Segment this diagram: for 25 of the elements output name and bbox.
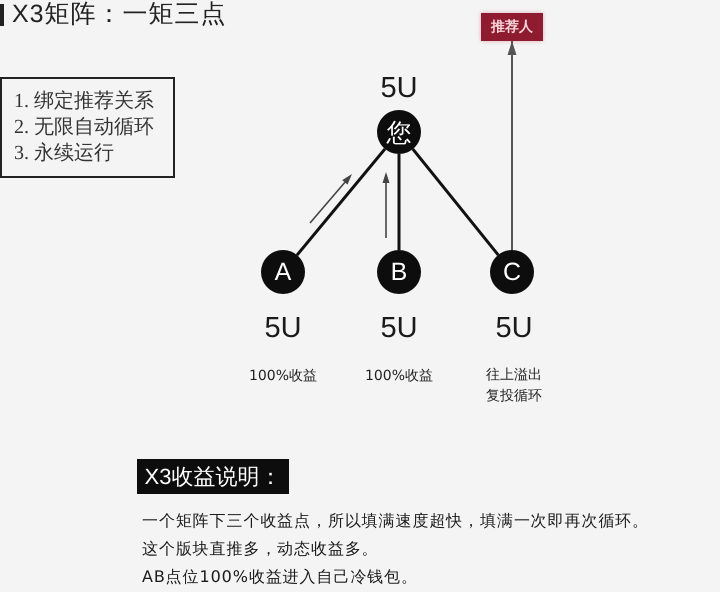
list-item: 3. 永续运行 [14, 141, 114, 166]
value-label: 5U [380, 72, 418, 104]
connector-line [412, 148, 500, 256]
value-label: 5U [264, 312, 302, 344]
description-text: 一个矩阵下三个收益点，所以填满速度超快，填满一次即再次循环。 [142, 510, 649, 532]
circle-node: 您 [377, 110, 421, 154]
description-text: 这个版块直推多，动态收益多。 [142, 538, 379, 560]
list-item: 2. 无限自动循环 [14, 115, 154, 140]
referrer-tag: 推荐人 [481, 13, 543, 41]
value-label: 5U [380, 312, 418, 344]
diagram-title: X3矩阵：一矩三点 [12, 0, 227, 30]
section-heading: X3收益说明： [137, 459, 289, 494]
value-label: 5U [495, 312, 533, 344]
note-text: 100%收益 [248, 367, 318, 386]
circle-node: A [261, 250, 305, 294]
connector-line [296, 148, 386, 256]
connector-line [398, 154, 400, 250]
note-text: 100%收益 [364, 367, 434, 386]
list-box [0, 77, 175, 178]
arrow [508, 41, 516, 250]
circle-node: B [377, 250, 421, 294]
circle-node: C [490, 250, 534, 294]
note-text: 往上溢出复投循环 [485, 366, 543, 406]
description-text: AB点位100%收益进入自己冷钱包。 [142, 566, 418, 588]
list-item: 1. 绑定推荐关系 [14, 89, 154, 114]
